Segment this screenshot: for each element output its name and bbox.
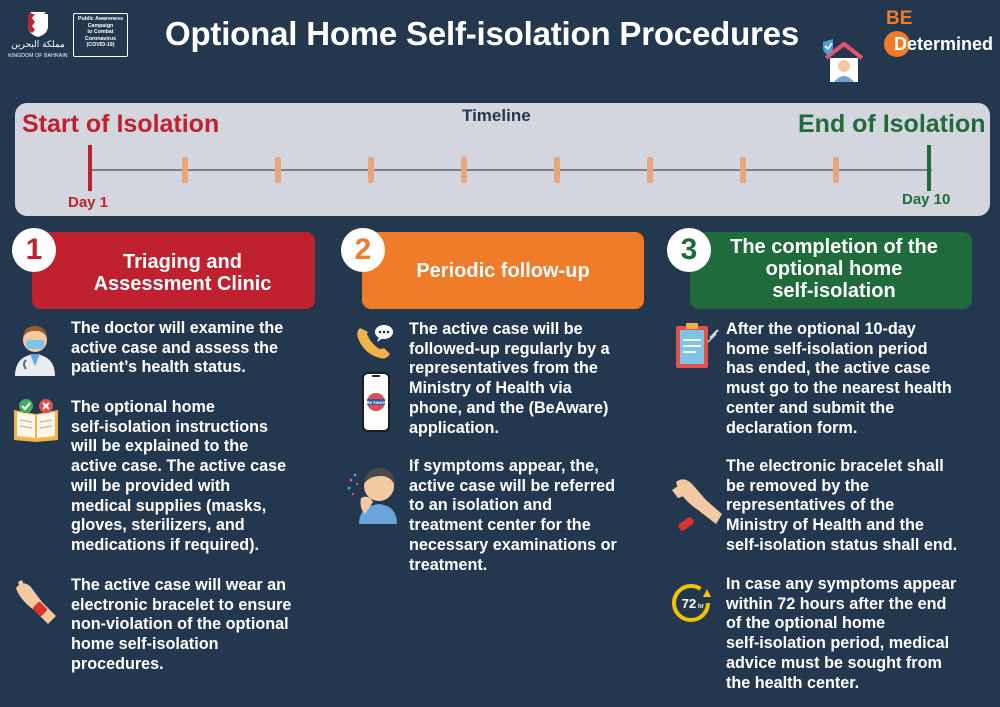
section-1-item-1-text: The doctor will examine the active case … xyxy=(71,319,284,377)
sneezing-person-icon xyxy=(347,468,397,524)
timeline-tick xyxy=(461,157,467,183)
title-line: Triaging and xyxy=(123,250,242,273)
logo-circle xyxy=(884,31,910,57)
section-3-item-3-text: In case any symptoms appear within 72 ho… xyxy=(726,575,957,692)
timeline-tick xyxy=(740,157,746,183)
section-3-item-1-text: After the optional 10-day home self-isol… xyxy=(726,320,952,437)
section-3-header: The completion of the optional home self… xyxy=(690,232,972,309)
bracelet-wrist-icon xyxy=(16,580,56,624)
timeline-tick xyxy=(275,157,281,183)
timeline-panel xyxy=(15,103,990,216)
section-2-title: Periodic follow-up xyxy=(416,260,589,282)
timeline-start-marker xyxy=(88,145,92,191)
section-2-number: 2 xyxy=(341,228,385,272)
section-2-item-2-text: If symptoms appear, the, active case wil… xyxy=(409,457,617,574)
day-1-label: Day 1 xyxy=(68,194,109,211)
determined-text: Determined xyxy=(894,34,994,54)
timeline-tick xyxy=(368,157,374,183)
be-text: BE xyxy=(886,8,913,29)
campaign-line: Public Awareness xyxy=(77,16,124,22)
phone-call-icon xyxy=(357,325,393,359)
doctor-icon xyxy=(15,326,55,376)
section-2-header: Periodic follow-up xyxy=(362,232,644,309)
day-10-label: Day 10 xyxy=(902,191,951,208)
bracelet-removal-icon xyxy=(672,479,722,531)
72-hours-number: 72 xyxy=(682,596,696,611)
instructions-book-icon xyxy=(14,399,58,442)
section-3-title: The completion of the optional home self… xyxy=(724,236,938,302)
title-line: self-isolation xyxy=(772,279,896,302)
section-3-number: 3 xyxy=(667,228,711,272)
72-hours-icon: 72 hr xyxy=(672,584,711,622)
timeline-line xyxy=(90,169,932,171)
crest-icon xyxy=(28,12,48,37)
campaign-line: (COVID-19) xyxy=(86,42,115,49)
bahrain-logo: مملكة البحرين KINGDOM OF BAHRAIN xyxy=(8,10,68,60)
section-1-header: Triaging and Assessment Clinic xyxy=(32,232,315,309)
page-title: Optional Home Self-isolation Procedures xyxy=(165,15,799,52)
section-2-item-1-text: The active case will be followed-up regu… xyxy=(409,320,610,437)
beaware-app-phone-icon: Be Aware xyxy=(362,372,390,432)
beaware-app-label: Be Aware xyxy=(367,400,387,405)
title-line: Assessment Clinic xyxy=(93,272,272,295)
section-1-title: Triaging and Assessment Clinic xyxy=(76,247,272,295)
section-1-item-3-text: The active case will wear an electronic … xyxy=(71,576,292,673)
campaign-badge: Public Awareness Campaign to Combat Coro… xyxy=(73,13,128,57)
declaration-form-icon xyxy=(676,323,719,368)
section-1-number: 1 xyxy=(12,228,56,272)
campaign-line: Campaign xyxy=(87,22,114,29)
timeline-end-marker xyxy=(927,145,931,191)
home-isolation-icon xyxy=(823,39,864,82)
title-line: The completion of the xyxy=(730,235,938,258)
end-of-isolation-label: End of Isolation xyxy=(798,110,986,138)
title-line: Periodic follow-up xyxy=(416,259,590,282)
timeline-tick xyxy=(833,157,839,183)
campaign-line: to Combat xyxy=(87,29,114,36)
timeline-tick xyxy=(647,157,653,183)
be-determined-logo: BE Determined xyxy=(884,8,996,57)
timeline-tick xyxy=(554,157,560,183)
arabic-name: مملكة البحرين xyxy=(11,40,65,50)
72-hours-unit: hr xyxy=(698,604,705,610)
title-line: optional home xyxy=(765,257,903,280)
section-1-item-2-text: The optional home self-isolation instruc… xyxy=(71,398,287,554)
start-of-isolation-label: Start of Isolation xyxy=(22,110,220,138)
timeline-label: Timeline xyxy=(462,106,531,125)
section-3-item-2-text: The electronic bracelet shall be removed… xyxy=(726,457,958,554)
campaign-line: Coronavirus xyxy=(84,35,117,42)
kingdom-name: KINGDOM OF BAHRAIN xyxy=(8,53,68,59)
timeline-tick xyxy=(182,157,188,183)
